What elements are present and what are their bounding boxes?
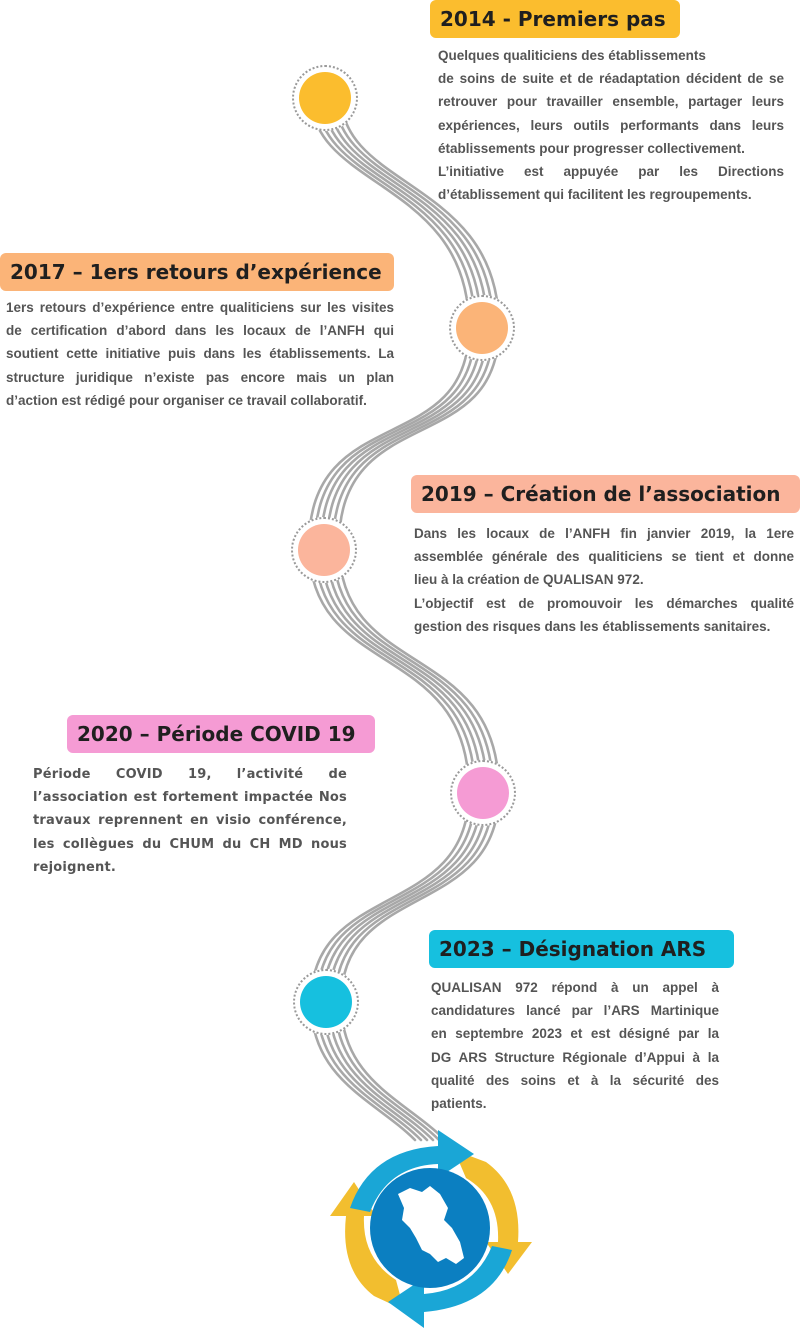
milestone-text-2020: Période COVID 19, l’activité de l’associ… [33,767,347,875]
milestone-marker-2019 [291,517,357,583]
logo-arrow-blue-bottom [388,1246,512,1328]
logo-arrow-yellow-right [454,1150,532,1274]
milestone-title-2017: 2017 – 1ers retours d’expérience [0,253,394,291]
milestone-marker-2017 [449,295,515,361]
logo-arrow-blue-top [350,1130,474,1212]
milestone-title-2019: 2019 – Création de l’association [411,475,800,513]
milestone-title-2023: 2023 – Désignation ARS [429,930,734,968]
milestone-text-2017: 1ers retours d’expérience entre qualitic… [6,300,394,408]
milestone-text-2023: QUALISAN 972 répond à un appel à candida… [431,980,719,1112]
milestone-marker-2014 [292,65,358,131]
milestone-title-2020: 2020 – Période COVID 19 [67,715,375,753]
milestone-marker-2020 [450,760,516,826]
milestone-marker-2023 [293,969,359,1035]
island-icon [398,1186,464,1264]
milestone-text-2014: Quelques qualiticiens des établissements… [438,48,784,203]
logo-arrow-yellow-left [330,1182,404,1310]
qualisan-logo [330,1130,532,1328]
milestone-text-2019: Dans les locaux de l’ANFH fin janvier 20… [414,526,794,634]
milestone-title-2014: 2014 - Premiers pas [430,0,680,38]
